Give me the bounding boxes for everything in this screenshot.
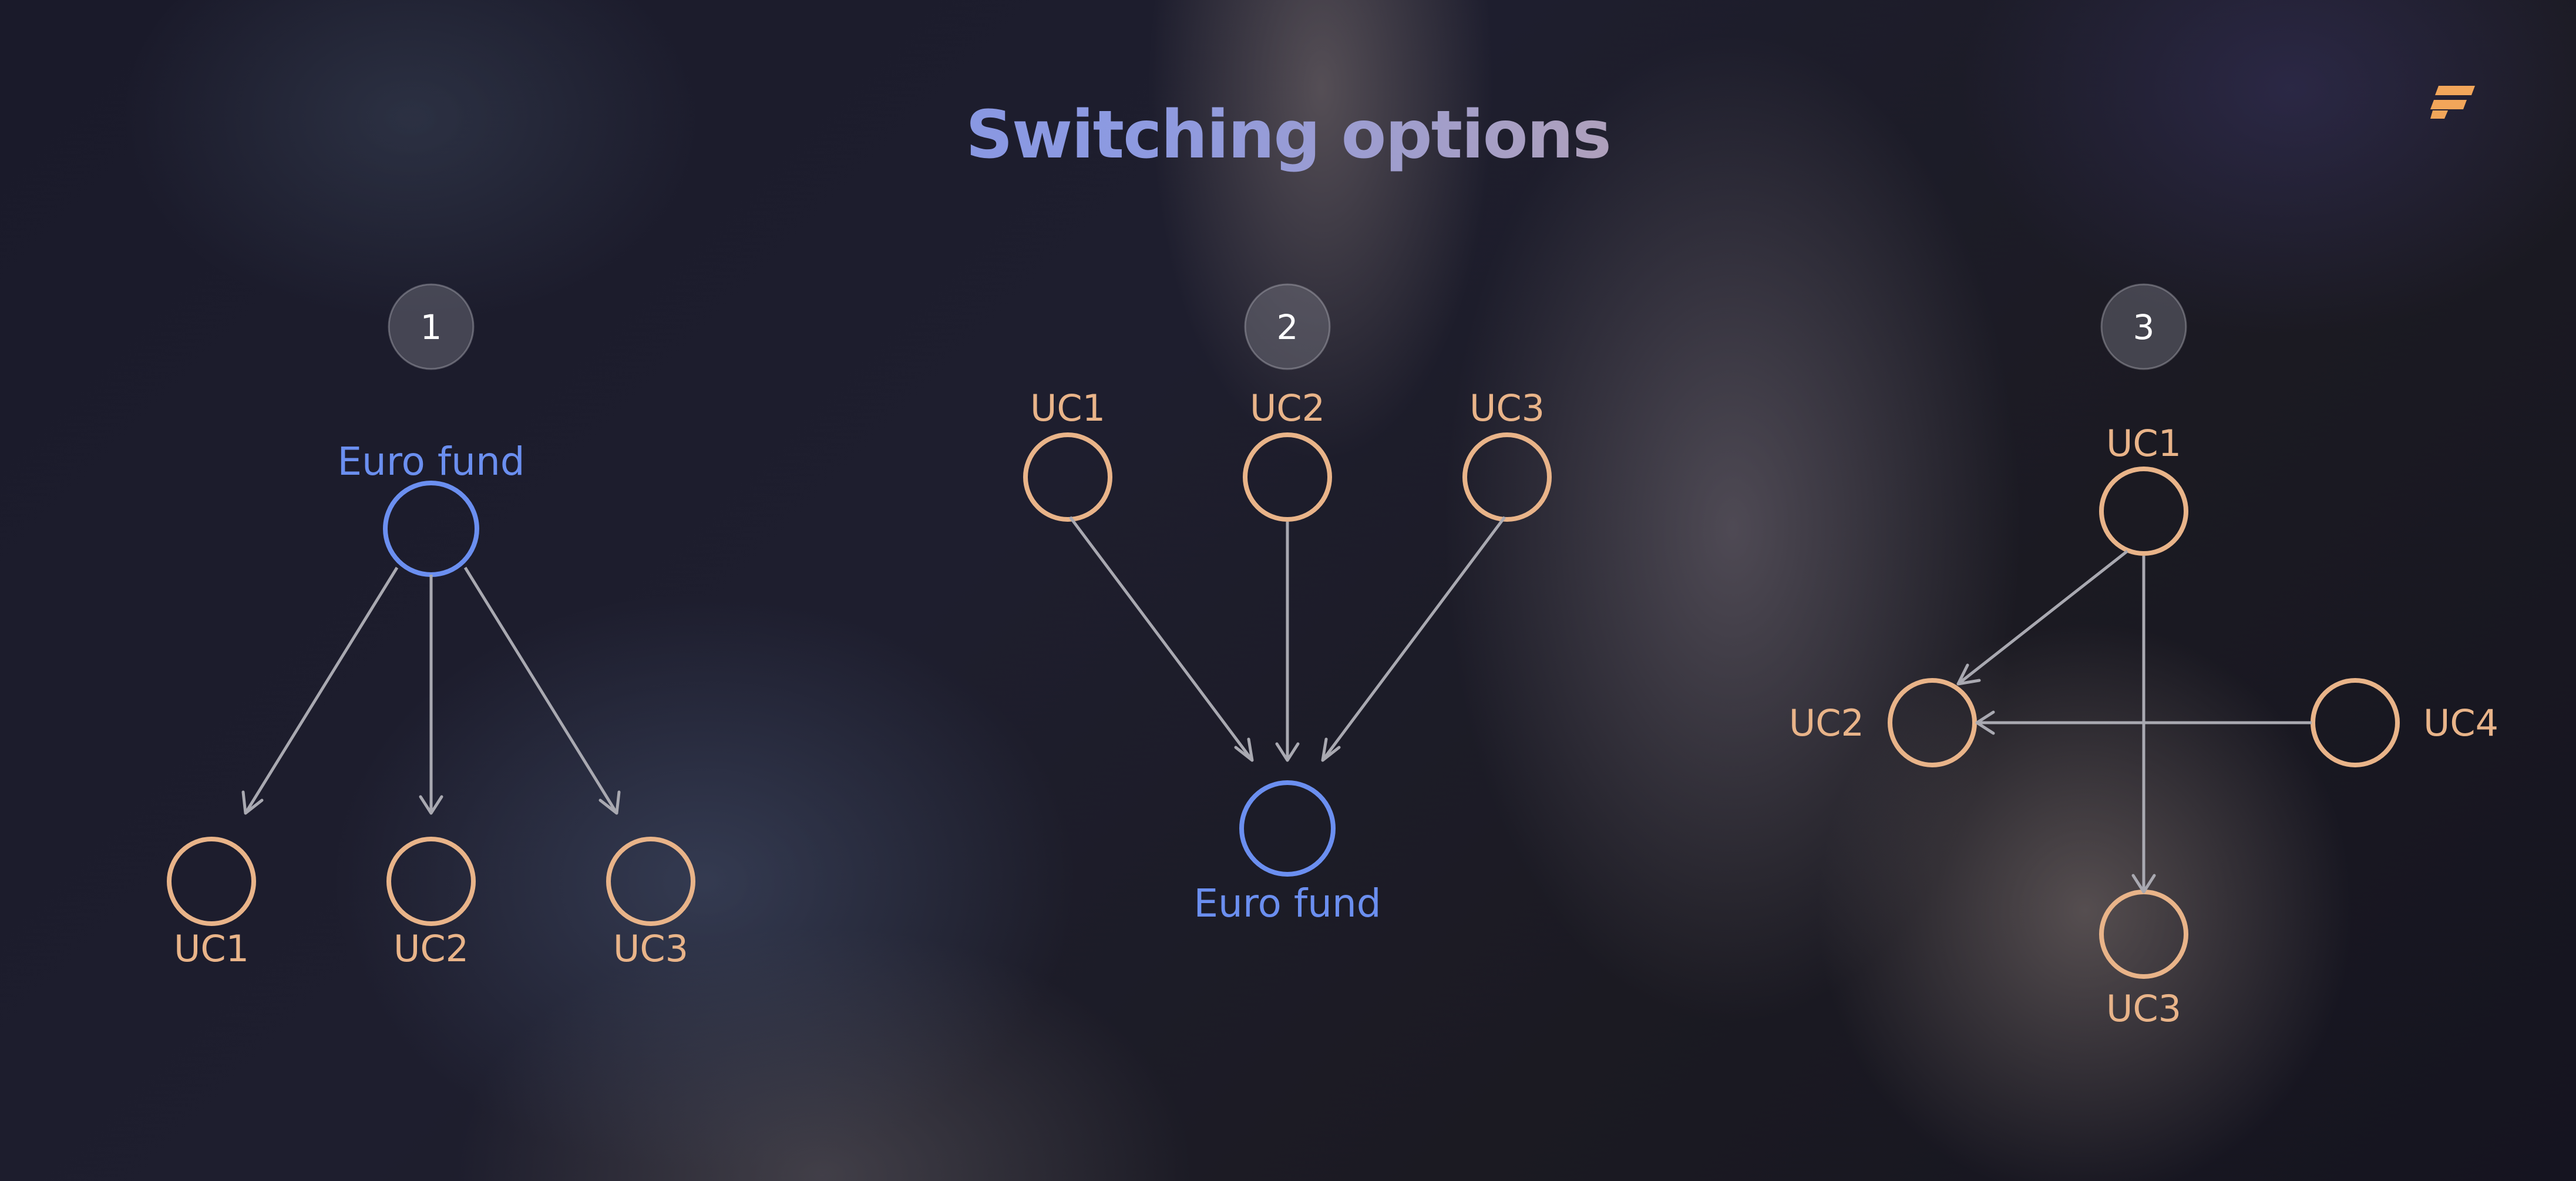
step-badge-1: 1 [388, 283, 475, 370]
uc1-label: UC1 [2106, 422, 2181, 465]
arrowhead [1275, 742, 1300, 762]
arrowhead [2131, 874, 2156, 894]
euro-fund-label: Euro fund [337, 439, 524, 484]
edge-uc3-to-euro [1321, 516, 1506, 761]
uc2-node [1888, 678, 1977, 767]
uc1-node [167, 837, 256, 926]
uc2-node [1243, 432, 1332, 522]
uc1-label: UC1 [1030, 387, 1105, 430]
diagram-3: 3 UC1 UC2 UC4 UC3 [1789, 283, 2498, 1030]
uc4-label: UC4 [2423, 702, 2498, 744]
edge-uc1-to-euro [1068, 516, 1254, 761]
page-title: Switching options [0, 94, 2576, 176]
euro-fund-node [1239, 780, 1336, 877]
arrowhead [419, 795, 443, 815]
step-badge-number: 2 [1277, 307, 1299, 347]
uc4-node [2311, 678, 2400, 767]
step-badge-3: 3 [2100, 283, 2187, 370]
uc3-node [2099, 890, 2188, 979]
arrowhead [598, 790, 621, 815]
step-badge-number: 3 [2133, 307, 2155, 347]
diagram-1: 1 Euro fund UC1 UC2 UC3 [167, 283, 695, 970]
uc3-node [606, 837, 695, 926]
uc3-label: UC3 [1469, 387, 1545, 430]
step-badge-number: 1 [421, 307, 442, 347]
uc3-label: UC3 [613, 927, 688, 970]
diagram-2: 2 UC1 UC2 UC3 Euro fund [1023, 283, 1552, 926]
uc2-label: UC2 [394, 927, 469, 970]
uc1-label: UC1 [174, 927, 249, 970]
step-badge-2: 2 [1244, 283, 1331, 370]
arrowhead [1956, 663, 1981, 686]
brand-logo-icon [2430, 86, 2475, 119]
edge-uc1-to-uc2 [1957, 550, 2128, 685]
uc3-node [1462, 432, 1552, 522]
arrowhead [1975, 710, 1995, 735]
uc2-label: UC2 [1250, 387, 1325, 430]
uc3-label: UC3 [2106, 987, 2181, 1030]
step-badge-circle [1244, 283, 1331, 370]
uc1-node [1023, 432, 1112, 522]
uc2-node [386, 837, 476, 926]
euro-fund-label: Euro fund [1193, 881, 1381, 926]
step-badge-circle [388, 283, 475, 370]
euro-fund-node [383, 481, 479, 577]
arrowhead [1234, 737, 1254, 762]
edge-euro-to-uc1 [244, 566, 399, 814]
edge-euro-to-uc3 [463, 566, 618, 814]
step-badge-circle [2100, 283, 2187, 370]
arrowhead [241, 790, 264, 815]
uc2-label: UC2 [1789, 702, 1864, 744]
uc1-node [2099, 467, 2188, 556]
arrowhead [1321, 737, 1341, 762]
